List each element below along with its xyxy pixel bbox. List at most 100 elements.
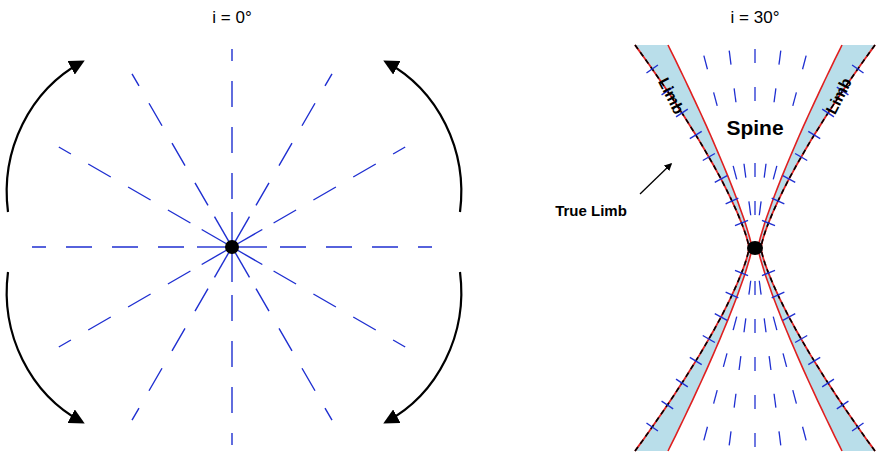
ray-dashes bbox=[231, 295, 232, 445]
limb-tick bbox=[703, 154, 715, 161]
rotation-arrows bbox=[7, 62, 462, 422]
ray-dashes bbox=[280, 246, 432, 247]
limb-tick bbox=[852, 65, 863, 73]
spine-tick bbox=[704, 427, 708, 441]
limb-tick bbox=[726, 292, 739, 298]
spine-tick bbox=[803, 56, 807, 70]
limb-tick bbox=[772, 198, 785, 204]
spine-tick bbox=[733, 166, 737, 180]
spine-tick bbox=[704, 56, 708, 70]
central-source bbox=[225, 240, 239, 254]
spine-tick bbox=[754, 281, 755, 295]
spine-tick bbox=[744, 164, 746, 178]
limb-band bbox=[758, 45, 875, 248]
ray-dashes bbox=[132, 74, 208, 206]
ray-dashes bbox=[32, 246, 184, 247]
true-limb-line bbox=[635, 45, 749, 248]
limb-tick bbox=[762, 220, 775, 225]
spine-tick bbox=[729, 431, 731, 445]
true-limb-dashes bbox=[635, 45, 749, 248]
ray-dashes bbox=[256, 289, 332, 421]
spine-tick bbox=[754, 433, 755, 447]
spine-tick bbox=[754, 49, 755, 63]
limb-tick bbox=[690, 357, 702, 364]
spine-tick bbox=[754, 395, 755, 409]
spine-tick bbox=[769, 356, 771, 370]
ray-core bbox=[235, 230, 263, 246]
spine-tick bbox=[764, 318, 766, 332]
spine-tick bbox=[714, 390, 718, 404]
true-limb-label: True Limb bbox=[555, 203, 627, 220]
spine-tick bbox=[754, 163, 755, 177]
spine-tick bbox=[759, 281, 761, 295]
jet-illustration bbox=[635, 45, 875, 451]
ray-dashes bbox=[231, 49, 232, 199]
limb-tick bbox=[735, 220, 748, 225]
spine-tick bbox=[774, 88, 776, 102]
limb-tick bbox=[783, 176, 795, 183]
ray-dashes bbox=[59, 271, 191, 347]
true-limb-dashes bbox=[761, 248, 875, 451]
ray-core bbox=[234, 217, 250, 245]
spine-tick bbox=[734, 88, 736, 102]
true-limb-line bbox=[635, 248, 749, 451]
spine-label: Spine bbox=[726, 116, 783, 139]
limb-tick bbox=[662, 401, 674, 409]
ray-core bbox=[231, 212, 232, 244]
spine-tick bbox=[773, 166, 777, 180]
leader-arrow bbox=[640, 164, 671, 194]
limb-tick bbox=[852, 423, 863, 431]
limb-tick bbox=[808, 357, 820, 364]
panel-title: i = 30° bbox=[731, 9, 780, 28]
limb-tick bbox=[837, 401, 849, 409]
limb-band bbox=[758, 248, 875, 451]
spine-tick bbox=[773, 317, 777, 331]
ray-core bbox=[215, 250, 231, 278]
limb-tick bbox=[795, 336, 807, 343]
limb-tick bbox=[690, 131, 702, 138]
ray-core bbox=[234, 250, 250, 278]
spine-tick bbox=[733, 317, 737, 331]
spine-tick bbox=[749, 201, 751, 215]
ray-dashes bbox=[256, 74, 332, 206]
ray-core bbox=[215, 217, 231, 245]
limb-tick bbox=[783, 314, 795, 321]
spine-tick bbox=[793, 390, 797, 404]
ray-core bbox=[231, 250, 232, 282]
limb-tick bbox=[822, 379, 834, 387]
ray-dashes bbox=[274, 271, 406, 347]
spine-tick bbox=[779, 431, 781, 445]
panel-title: i = 0° bbox=[212, 9, 251, 28]
limb-band bbox=[635, 45, 752, 248]
spine-tick bbox=[783, 353, 787, 367]
limb-tick bbox=[676, 379, 688, 387]
limb-tick bbox=[715, 176, 727, 183]
limb-tick bbox=[703, 336, 715, 343]
spine-tick bbox=[734, 394, 736, 408]
limb-tick bbox=[772, 292, 785, 298]
radial-lines bbox=[32, 49, 432, 445]
limb-tick bbox=[762, 270, 775, 275]
limb-tick bbox=[646, 65, 657, 73]
limb-tick bbox=[726, 198, 739, 204]
ray-core bbox=[202, 230, 230, 246]
limb-tick bbox=[715, 314, 727, 321]
spine-tick bbox=[754, 201, 755, 215]
spine-tick bbox=[754, 357, 755, 371]
spine-tick bbox=[723, 353, 727, 367]
ray-dashes bbox=[132, 289, 208, 421]
spine-tick bbox=[754, 87, 755, 101]
true-limb-dashes bbox=[635, 248, 749, 451]
spine-tick bbox=[754, 319, 755, 333]
true-limb-line bbox=[761, 45, 875, 248]
spine-tick bbox=[764, 164, 766, 178]
spine-tick bbox=[714, 92, 718, 106]
spine-tick bbox=[759, 201, 761, 215]
limb-tick bbox=[808, 131, 820, 138]
spine-tick bbox=[729, 51, 731, 65]
limb-tick bbox=[735, 270, 748, 275]
ray-core bbox=[235, 246, 267, 247]
ray-core bbox=[235, 249, 263, 265]
central-source bbox=[747, 241, 763, 255]
